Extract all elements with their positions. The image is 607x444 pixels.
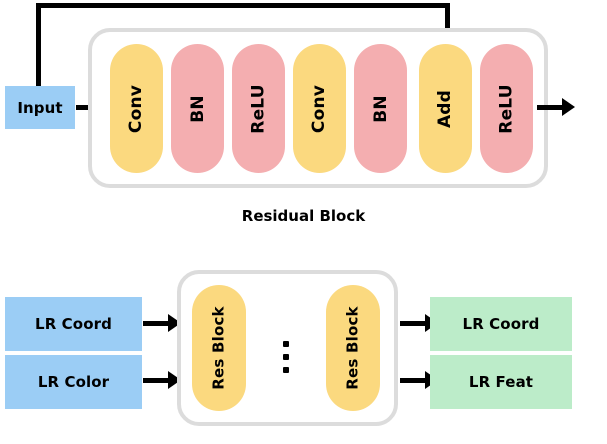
block-output-arrowhead <box>562 98 575 116</box>
lr-color-input-label: LR Color <box>37 373 110 391</box>
skip-connection-top-horizontal <box>36 3 450 8</box>
lr-coord-output-box: LR Coord <box>430 297 572 351</box>
ellipsis-dot-2 <box>283 354 289 360</box>
blocks-to-lr-feat-line <box>400 378 426 383</box>
stage-pill-relu-1[interactable]: ReLU <box>232 44 285 173</box>
input-box-label: Input <box>17 98 63 117</box>
stage-label: ReLU <box>248 83 269 134</box>
lr-color-input-box: LR Color <box>5 355 142 409</box>
stage-pill-add[interactable]: Add <box>419 44 472 173</box>
stage-pill-relu-2[interactable]: ReLU <box>480 44 533 173</box>
lr-coord-to-blocks-line <box>143 321 169 326</box>
stage-label: ReLU <box>496 83 517 134</box>
stage-label: BN <box>187 94 208 123</box>
ellipsis-dot-3 <box>283 367 289 373</box>
blocks-to-lr-coord-line <box>400 321 426 326</box>
stage-pill-bn-2[interactable]: BN <box>354 44 407 173</box>
input-box: Input <box>5 86 75 129</box>
stage-label: Conv <box>309 84 330 133</box>
input-to-block-line <box>76 105 96 110</box>
skip-connection-left-vertical <box>36 3 41 88</box>
ellipsis-dot-1 <box>283 341 289 347</box>
stage-pill-conv-2[interactable]: Conv <box>293 44 346 173</box>
res-block-label: Res Block <box>210 306 229 390</box>
lr-color-to-blocks-line <box>143 378 169 383</box>
skip-connection-right-vertical <box>445 3 450 39</box>
stage-label: Add <box>435 89 456 128</box>
res-block-last[interactable]: Res Block <box>326 285 380 411</box>
lr-feat-output-label: LR Feat <box>468 373 534 391</box>
lr-feat-output-box: LR Feat <box>430 355 572 409</box>
stage-label: BN <box>370 94 391 123</box>
lr-coord-input-box: LR Coord <box>5 297 142 351</box>
stage-label: Conv <box>126 84 147 133</box>
res-block-first[interactable]: Res Block <box>192 285 246 411</box>
block-output-line <box>537 105 563 110</box>
lr-coord-output-label: LR Coord <box>462 315 540 333</box>
lr-coord-input-label: LR Coord <box>35 315 112 333</box>
stage-pill-conv-1[interactable]: Conv <box>110 44 163 173</box>
stage-pill-bn-1[interactable]: BN <box>171 44 224 173</box>
res-block-label: Res Block <box>344 306 363 390</box>
residual-block-caption: Residual Block <box>241 207 366 225</box>
